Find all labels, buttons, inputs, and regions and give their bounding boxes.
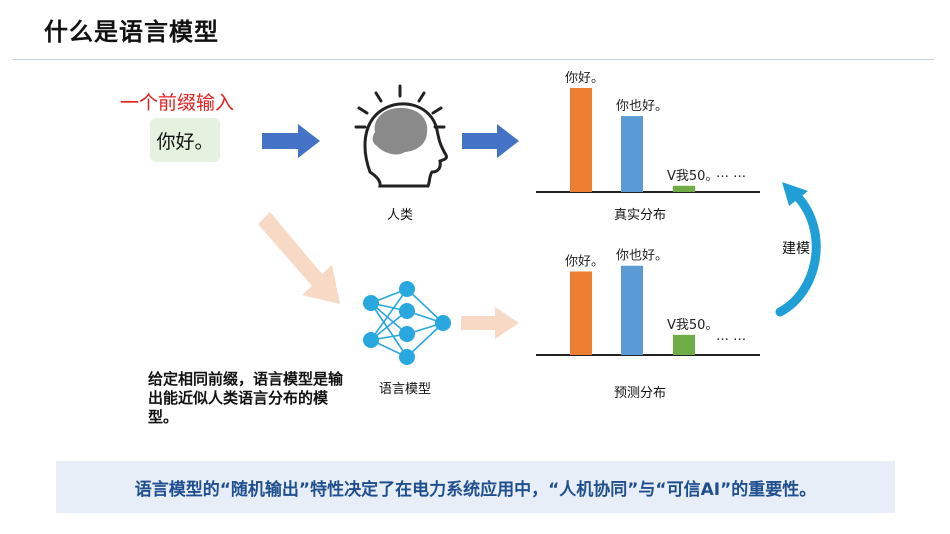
true-distribution-bar-label-0: 你好。 (565, 71, 604, 86)
page-title: 什么是语言模型 (44, 18, 219, 46)
modeling-curve-arrow (775, 182, 821, 317)
predicted-distribution-caption: 预测分布 (613, 386, 666, 401)
true-distribution-bar-2 (673, 185, 695, 192)
true-distribution-bar-0 (570, 88, 592, 192)
arrow-to-true-distribution (462, 124, 519, 158)
predicted-distribution-chart: 你好。你也好。 V我50。… … (536, 249, 760, 356)
true-distribution-ellipsis: … … (716, 166, 746, 181)
predicted-distribution-ellipsis: … … (716, 329, 746, 344)
true-distribution-bar-label-2: V我50。 (667, 169, 718, 184)
predicted-distribution-bar-label-0: 你好。 (565, 254, 604, 269)
prefix-input-box: 你好。 (150, 118, 220, 162)
true-distribution-bar-label-1: 你也好。 (616, 99, 668, 114)
true-distribution-caption: 真实分布 (613, 208, 666, 223)
predicted-distribution-bar-1 (621, 265, 643, 355)
prefix-label: 一个前缀输入 (120, 92, 235, 114)
predicted-distribution-bar-2 (673, 334, 695, 355)
arrow-to-predicted-distribution (461, 307, 519, 339)
title-divider (12, 59, 934, 60)
prefix-text: 你好。 (156, 130, 214, 153)
true-distribution-chart: 你好。你也好。 V我50。… … (536, 71, 760, 193)
true-distribution-bar-1 (621, 116, 643, 192)
predicted-distribution-bar-label-2: V我50。 (667, 318, 718, 333)
arrow-to-human (262, 124, 320, 158)
predicted-distribution-bar-label-1: 你也好。 (616, 249, 668, 264)
neural-network-icon (363, 281, 451, 365)
conclusion-banner: 语言模型的“随机输出”特性决定了在电力系统应用中，“人机协同”与“可信AI”的重… (56, 461, 895, 513)
language-model-label: 语言模型 (378, 382, 431, 397)
conclusion-text: 语言模型的“随机输出”特性决定了在电力系统应用中，“人机协同”与“可信AI”的重… (134, 479, 817, 500)
modeling-label: 建模 (782, 241, 810, 257)
predicted-distribution-bar-0 (570, 271, 592, 355)
human-label: 人类 (386, 208, 413, 223)
arrow-to-language-model (258, 212, 340, 304)
explanation-text: 给定相同前缀，语言模型是输出能近似人类语言分布的模型。 (148, 370, 344, 426)
human-head-icon (354, 84, 448, 188)
